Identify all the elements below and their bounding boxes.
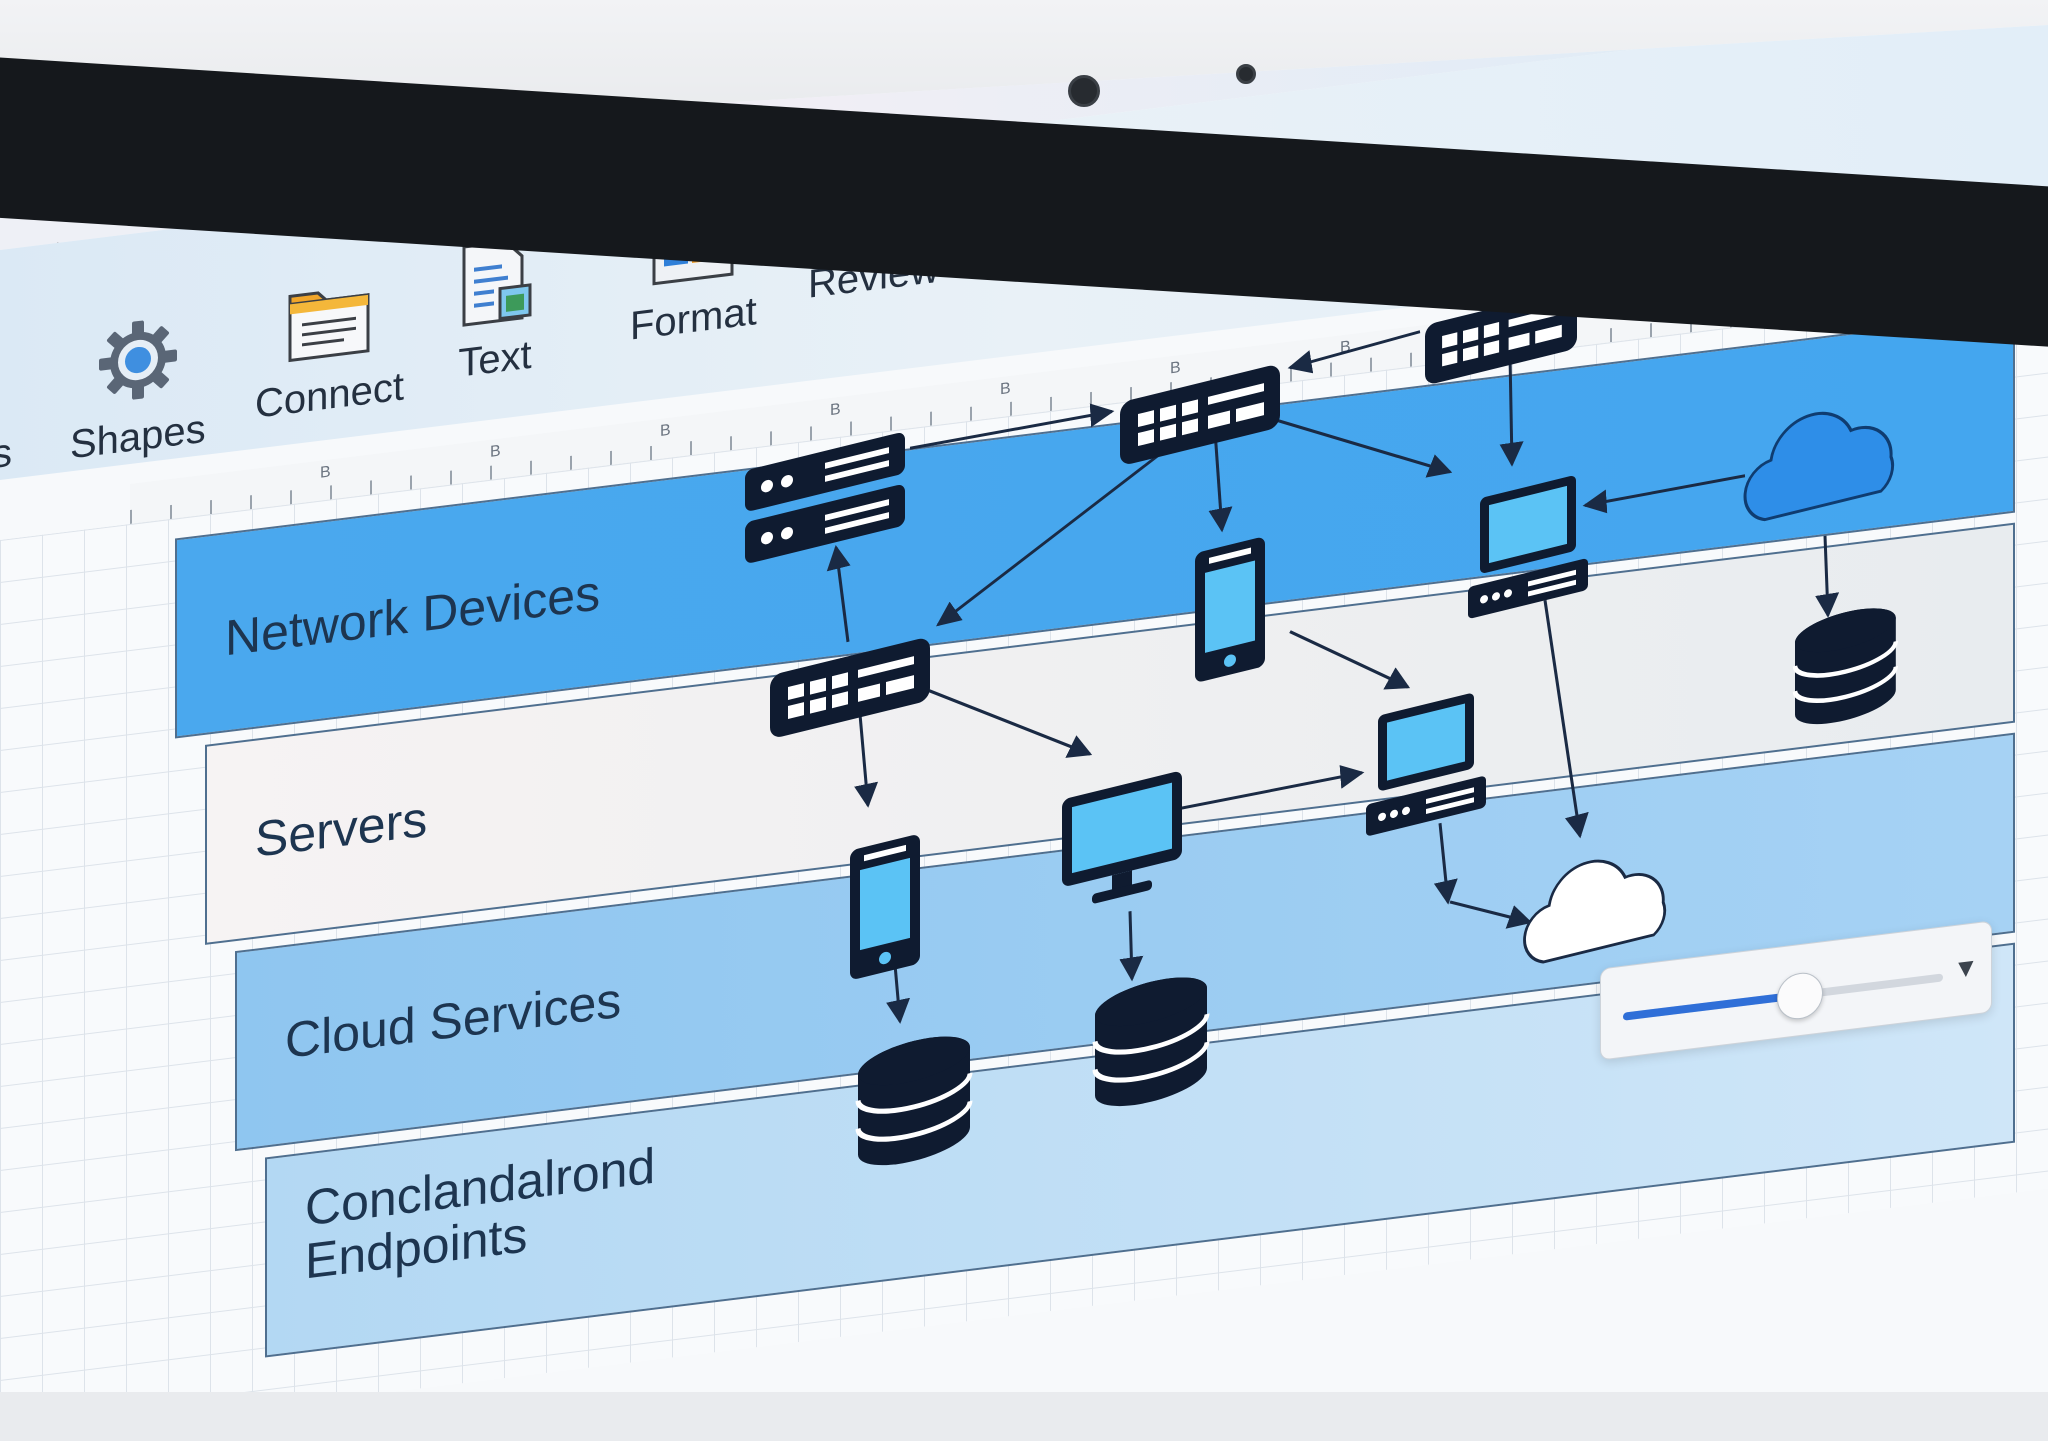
zoom-slider-thumb[interactable] — [1777, 970, 1823, 1022]
gear-icon — [98, 320, 177, 400]
mobile-device-icon[interactable] — [850, 833, 920, 981]
camera-icon — [1068, 75, 1100, 107]
ribbon-button-connect[interactable]: Connect — [255, 268, 404, 427]
ribbon-button-text[interactable]: Text — [450, 232, 540, 388]
document-icon — [462, 240, 532, 327]
rack-server-icon[interactable] — [745, 431, 905, 565]
desktop-monitor-icon[interactable] — [1062, 770, 1182, 912]
network-diagram — [745, 287, 2048, 1392]
database-icon[interactable] — [1095, 968, 1207, 1116]
folder-icon — [288, 291, 370, 363]
cloud-icon[interactable] — [1743, 393, 1895, 527]
cloud-outline-icon[interactable] — [1523, 842, 1667, 969]
mobile-device-icon[interactable] — [1195, 536, 1265, 684]
zoom-slider-fill — [1623, 991, 1799, 1021]
chevron-down-icon[interactable]: ▼ — [1953, 951, 1979, 985]
zoom-slider-track[interactable] — [1623, 970, 1943, 1022]
database-icon[interactable] — [1795, 600, 1896, 733]
network-switch-icon[interactable] — [770, 636, 930, 740]
sensor-icon — [1236, 64, 1256, 84]
workstation-icon[interactable] — [1366, 689, 1486, 837]
ribbon-button-shapes[interactable]: Shapes — [70, 307, 206, 469]
network-switch-icon[interactable] — [1120, 363, 1280, 467]
workstation-icon[interactable] — [1468, 471, 1588, 620]
database-icon[interactable] — [858, 1027, 970, 1175]
